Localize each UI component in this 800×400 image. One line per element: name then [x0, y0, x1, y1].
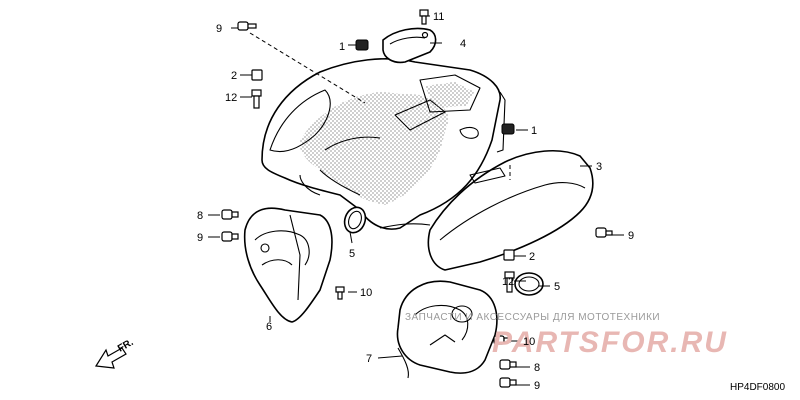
- small-cover: [382, 27, 437, 64]
- callout-8: 8: [197, 210, 203, 222]
- callout-7: 7: [366, 353, 372, 365]
- callouts: 9 1 2 12 11 4 1 3 9 8 9 5 10 6 2 12 5 10…: [197, 11, 634, 392]
- lower-mudguard: [396, 280, 498, 379]
- callout-12: 12: [502, 276, 514, 288]
- callout-1: 1: [339, 41, 345, 53]
- front-direction-arrow: FR.: [94, 337, 136, 369]
- hardware: [221, 9, 613, 388]
- callout-5: 5: [554, 281, 560, 293]
- callout-2: 2: [529, 251, 535, 263]
- callout-9: 9: [628, 230, 634, 242]
- arrow-icon: [94, 347, 127, 369]
- bolt-8-left: [221, 209, 239, 220]
- watermark-brand: PARTSFOR.RU: [492, 326, 728, 359]
- callout-1: 1: [531, 125, 537, 137]
- callout-9: 9: [197, 232, 203, 244]
- callout-9: 9: [216, 23, 222, 35]
- callout-8: 8: [534, 362, 540, 374]
- nut-2-left: [251, 69, 263, 81]
- bolt-12-right: [504, 271, 515, 293]
- bolt-10-left: [335, 286, 345, 300]
- callout-5: 5: [349, 248, 355, 260]
- bolt-12-left: [251, 89, 262, 109]
- callout-10: 10: [360, 287, 372, 299]
- callout-4: 4: [460, 38, 466, 50]
- grommet-1-right: [501, 123, 515, 135]
- rubber-ring-upper: [343, 206, 367, 234]
- rubber-ring-lower: [514, 272, 544, 296]
- bolt-8-right: [499, 359, 517, 370]
- bolt-11: [419, 9, 429, 25]
- nut-2-right: [503, 249, 515, 261]
- watermark: ЗАПЧАСТИ И АКСЕССУАРЫ ДЛЯ МОТОТЕХНИКИ PA…: [405, 312, 728, 359]
- callout-9: 9: [534, 380, 540, 392]
- bolt-9-right: [595, 227, 613, 238]
- bolt-9-top: [237, 21, 257, 31]
- lead-lines: [208, 15, 624, 386]
- callout-10: 10: [523, 336, 535, 348]
- grommet-1-top: [355, 39, 369, 51]
- inner-mudguard: [243, 207, 333, 323]
- callout-2: 2: [231, 70, 237, 82]
- callout-3: 3: [596, 161, 602, 173]
- callout-11: 11: [433, 11, 444, 23]
- bolt-9-left: [221, 231, 239, 242]
- callout-6: 6: [266, 321, 272, 333]
- rear-fender-cover: [379, 150, 594, 271]
- diagram-code: HP4DF0800: [730, 382, 785, 393]
- bolt-10-right: [493, 335, 511, 345]
- bolt-9-bottom: [499, 377, 517, 388]
- direction-label: FR.: [116, 337, 136, 355]
- watermark-subtitle: ЗАПЧАСТИ И АКСЕССУАРЫ ДЛЯ МОТОТЕХНИКИ: [405, 312, 660, 323]
- callout-12: 12: [225, 92, 237, 104]
